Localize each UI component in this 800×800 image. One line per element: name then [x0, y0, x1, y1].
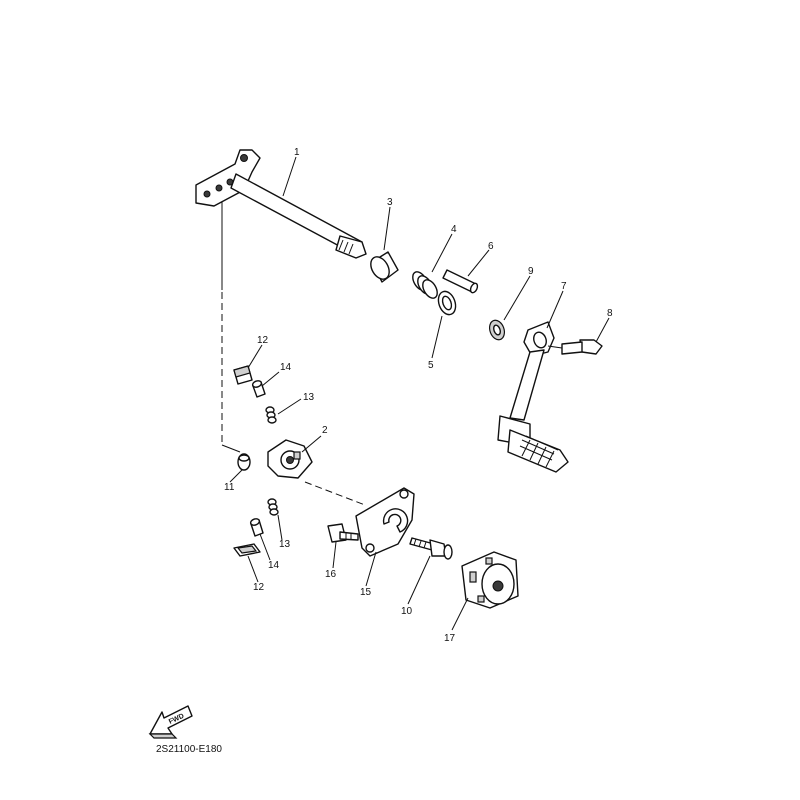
shift-drum-segment [461, 551, 519, 609]
callout-10: 10 [401, 606, 413, 617]
pin-lower [249, 518, 264, 537]
callout-14-upper: 14 [280, 362, 292, 373]
callout-6: 6 [488, 241, 494, 252]
drawing-code: 2S21100-E180 [156, 744, 222, 755]
callout-12-upper: 12 [257, 335, 269, 346]
callout-8: 8 [607, 308, 613, 319]
spring-upper [265, 406, 277, 424]
washer [437, 290, 457, 316]
stopper-upper [233, 365, 253, 385]
callout-5: 5 [428, 360, 434, 371]
collar [370, 251, 399, 283]
shift-pedal [497, 321, 569, 473]
stopper-bolt [409, 537, 453, 560]
callout-1: 1 [294, 147, 300, 158]
shift-lever [267, 439, 313, 479]
pin-upper [251, 380, 266, 398]
shift-shaft [195, 149, 367, 259]
callout-12-lower: 12 [253, 582, 265, 593]
callout-labels: 1 3 4 6 9 7 8 5 12 14 13 2 11 13 14 12 1… [224, 147, 613, 644]
return-spring [412, 271, 438, 299]
plate-bolt [327, 523, 359, 543]
callout-2: 2 [322, 425, 328, 436]
dowel-pin [442, 269, 479, 294]
fwd-arrow-icon: FWD [148, 705, 193, 739]
callout-16: 16 [325, 569, 337, 580]
callout-9: 9 [528, 266, 534, 277]
callout-15: 15 [360, 587, 372, 598]
callout-11: 11 [224, 482, 235, 493]
callout-17: 17 [444, 633, 456, 644]
spring-lower [267, 498, 279, 516]
callout-13-upper: 13 [303, 392, 315, 403]
guide-plate [355, 487, 415, 557]
bushing [237, 453, 251, 471]
callout-7: 7 [561, 281, 567, 292]
callout-13-lower: 13 [279, 539, 291, 550]
callout-3: 3 [387, 197, 393, 208]
pedal-bolt [547, 339, 603, 355]
callout-4: 4 [451, 224, 457, 235]
oil-seal [488, 319, 506, 341]
stopper-lower [233, 543, 261, 557]
callout-14-lower: 14 [268, 560, 280, 571]
leaders [229, 156, 610, 631]
